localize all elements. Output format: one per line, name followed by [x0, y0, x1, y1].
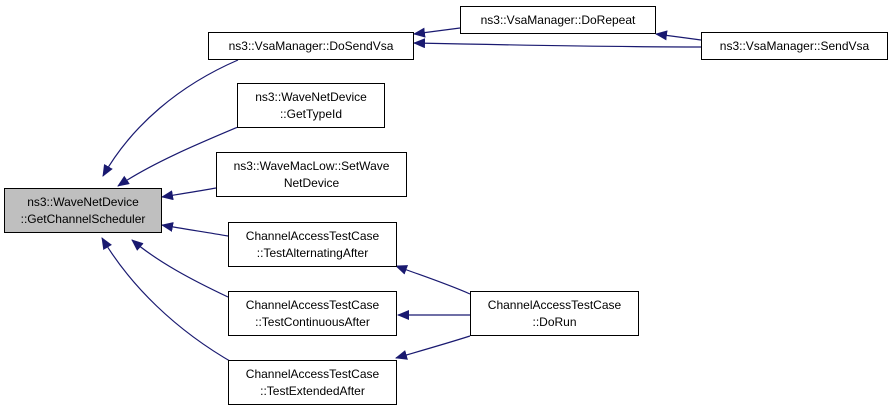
- node-test-continuous-after[interactable]: ChannelAccessTestCase ::TestContinuousAf…: [228, 291, 397, 336]
- node-do-repeat[interactable]: ns3::VsaManager::DoRepeat: [460, 6, 656, 34]
- node-label-line-2: ::TestContinuousAfter: [255, 314, 370, 329]
- node-label-line-1: ns3::VsaManager::SendVsa: [719, 38, 870, 53]
- node-label-line-2: ::GetChannelScheduler: [20, 211, 146, 226]
- edge-dorun-to-testextended: [395, 335, 471, 360]
- node-label-line-1: ChannelAccessTestCase: [487, 297, 622, 312]
- node-root-get-channel-scheduler: ns3::WaveNetDevice ::GetChannelScheduler: [4, 188, 162, 233]
- edge-sendvsa-to-dorepeat: [655, 30, 702, 41]
- node-label-line-2: ::TestExtendedAfter: [260, 383, 365, 398]
- edge-sendvsa-to-dosendvsa: [413, 38, 702, 49]
- edge-dorepeat-to-dosendvsa: [413, 27, 461, 38]
- node-label-line-1: ns3::WaveNetDevice: [27, 194, 139, 209]
- edge-setwavenetdevice-to-root: [161, 187, 217, 201]
- node-send-vsa[interactable]: ns3::VsaManager::SendVsa: [701, 32, 888, 60]
- node-label-line-1: ChannelAccessTestCase: [245, 297, 380, 312]
- node-test-alternating-after[interactable]: ChannelAccessTestCase ::TestAlternatingA…: [228, 222, 397, 267]
- node-label-line-1: ns3::VsaManager::DoRepeat: [480, 12, 636, 27]
- node-do-send-vsa[interactable]: ns3::VsaManager::DoSendVsa: [208, 32, 414, 60]
- node-label-line-2: ::DoRun: [532, 314, 577, 329]
- node-label-line-1: ChannelAccessTestCase: [245, 228, 380, 243]
- node-label-line-2: ::GetTypeId: [279, 106, 343, 121]
- node-label-line-1: ns3::WaveNetDevice: [255, 89, 367, 104]
- node-label-line-2: NetDevice: [283, 175, 340, 190]
- node-test-extended-after[interactable]: ChannelAccessTestCase ::TestExtendedAfte…: [228, 360, 397, 405]
- node-label-line-2: ::TestAlternatingAfter: [256, 245, 369, 260]
- node-label-line-1: ChannelAccessTestCase: [245, 366, 380, 381]
- node-label-line-1: ns3::WaveMacLow::SetWave: [233, 158, 390, 173]
- edge-testextended-to-root: [101, 237, 236, 365]
- node-label-line-1: ns3::VsaManager::DoSendVsa: [228, 38, 394, 53]
- edge-dorun-to-testalternating: [395, 265, 471, 295]
- node-do-run[interactable]: ChannelAccessTestCase ::DoRun: [470, 291, 639, 336]
- node-set-wave-net-device[interactable]: ns3::WaveMacLow::SetWave NetDevice: [216, 152, 407, 197]
- edge-dosendvsa-to-root: [102, 59, 239, 177]
- edge-gettypeid-to-root: [117, 126, 239, 187]
- edge-testcontinuous-to-root: [131, 239, 229, 298]
- node-get-type-id[interactable]: ns3::WaveNetDevice ::GetTypeId: [237, 83, 385, 128]
- edge-testalternating-to-root: [161, 222, 229, 237]
